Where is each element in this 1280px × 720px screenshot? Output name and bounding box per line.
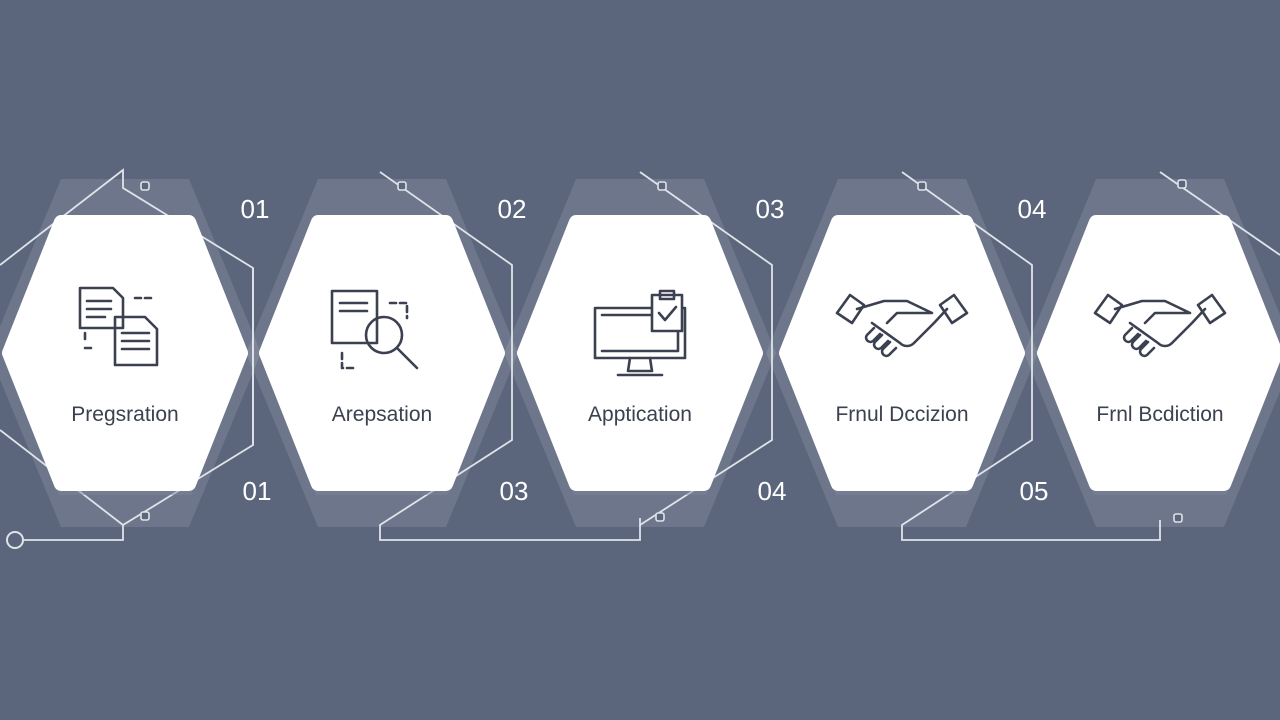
hexagon-card [517,215,763,491]
step-number-top: 02 [498,194,527,224]
monitor-checklist-icon [593,289,687,377]
step-label: Arepsation [332,403,432,426]
step-numbers: 01 01 02 03 03 04 04 05 [241,194,1049,506]
hexagon-card [1037,215,1280,491]
step-label: Frnul Dccizion [835,403,968,426]
step-number-bottom: 03 [500,476,529,506]
connector-node [655,512,665,522]
step-cards: Pregsration Arepsation Apptication Frnul Dc… [2,215,1280,495]
step-number-bottom: 04 [758,476,787,506]
step-label: Frnl Bcdiction [1096,403,1223,426]
connector-line [379,171,641,541]
connector-node [140,181,150,191]
connector-node [140,511,150,521]
start-node [6,531,24,549]
connector-node [397,181,407,191]
hexagon-card [779,215,1025,491]
documents-icon [78,286,159,367]
step-number-bottom: 01 [243,476,272,506]
step-number-top: 04 [1018,194,1047,224]
connector-node [917,181,927,191]
step-label: Pregsration [71,403,178,426]
step-card: Arepsation [259,215,505,495]
document-search-icon [330,289,419,370]
step-card: Apptication [517,215,763,495]
connector-node [657,181,667,191]
handshake-icon [1093,293,1227,358]
step-number-bottom: 05 [1020,476,1049,506]
step-number-top: 03 [756,194,785,224]
step-card: Pregsration [2,215,248,495]
step-card: Frnul Dccizion [779,215,1025,495]
step-number-top: 01 [241,194,270,224]
hexagon-card [2,215,248,491]
connector-line [901,171,1161,541]
handshake-icon [835,293,969,358]
connector-node [1173,513,1183,523]
connector-node [1177,179,1187,189]
step-card: Frnl Bcdiction [1037,215,1280,495]
step-label: Apptication [588,403,692,426]
